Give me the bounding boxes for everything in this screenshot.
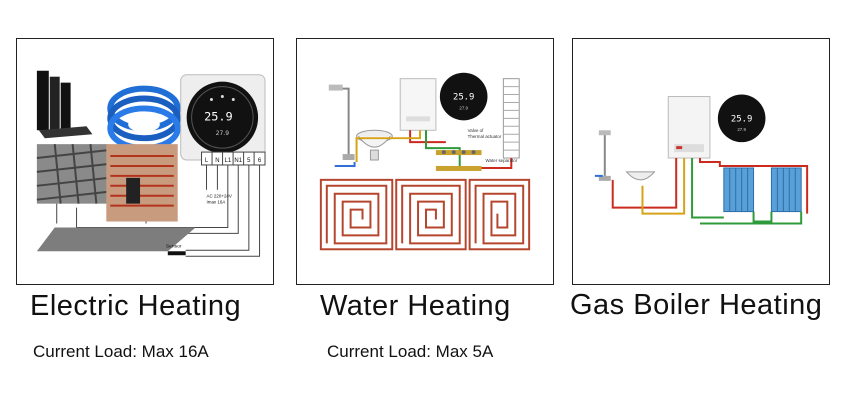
radiator-icon	[770, 167, 802, 213]
water-separator-label: Water separator	[486, 158, 518, 163]
heating-film-icon	[36, 70, 93, 139]
boiler-icon	[667, 96, 711, 159]
water-heating-load: Current Load: Max 5A	[327, 342, 494, 361]
thermostat-icon: 25.9 27.9	[717, 94, 766, 143]
sensor-label: Sensor	[166, 243, 182, 249]
terminal-label: L1	[225, 158, 232, 164]
gas-boiler-heating-diagram: 25.9 27.9	[572, 38, 830, 285]
pipes	[334, 130, 513, 170]
electric-heating-load: Current Load: Max 16A	[33, 342, 209, 361]
boiler-icon	[399, 78, 437, 131]
terminal-label: L	[205, 158, 209, 164]
electric-heating-illustration: 25.9 27.9 L N L1 N1 5 6	[36, 70, 266, 257]
thermostat-temperature: 25.9	[204, 109, 233, 123]
sensor-icon	[167, 251, 186, 256]
thermostat-icon: 25.9 27.9	[439, 72, 488, 121]
floor-cable-photo	[106, 144, 178, 222]
thermostat-sub-temperature: 27.9	[216, 130, 229, 137]
current-note: Imax 16A	[206, 200, 225, 205]
floor-film-photo	[36, 144, 109, 204]
terminal-label: N1	[234, 158, 242, 164]
sink-icon	[356, 129, 393, 161]
sink-icon	[625, 171, 656, 181]
thermostat-temperature: 25.9	[453, 93, 474, 103]
pipes	[594, 158, 809, 225]
terminal-label: 5	[247, 158, 251, 164]
valve-label: Valve of	[468, 128, 485, 133]
gas-boiler-heating-title: Gas Boiler Heating	[570, 289, 823, 321]
underfloor-pipe-loops	[319, 178, 531, 251]
water-heating-title: Water Heating	[320, 290, 511, 322]
radiator-icon	[723, 167, 755, 213]
water-heating-diagram: 25.9 27.9 Valve of Thermal actuator Wate…	[296, 38, 554, 285]
terminal-label: N	[215, 158, 219, 164]
thermostat-sub-temperature: 27.9	[737, 127, 746, 132]
terminal-block: L N L1 N1 5 6	[201, 151, 266, 166]
power-note: AC 220+24V	[206, 194, 231, 199]
electric-heating-diagram: 25.9 27.9 L N L1 N1 5 6	[16, 38, 274, 285]
shower-icon	[598, 130, 611, 181]
thermostat-temperature: 25.9	[731, 114, 752, 124]
thermostat-sub-temperature: 27.9	[459, 105, 468, 110]
electric-heating-title: Electric Heating	[30, 290, 242, 322]
terminal-label: 6	[258, 158, 262, 164]
towel-radiator-icon	[502, 78, 520, 159]
heating-cable-coil-icon	[107, 85, 181, 152]
thermostat-icon: 25.9 27.9	[180, 74, 266, 161]
floor-slab	[36, 227, 196, 252]
shower-icon	[328, 84, 355, 161]
thermal-actuator-label: Thermal actuator	[468, 134, 502, 139]
water-separator-icon	[435, 150, 482, 171]
gas-boiler-heating-illustration: 25.9 27.9	[594, 94, 809, 225]
water-heating-illustration: 25.9 27.9 Valve of Thermal actuator Wate…	[319, 72, 531, 251]
